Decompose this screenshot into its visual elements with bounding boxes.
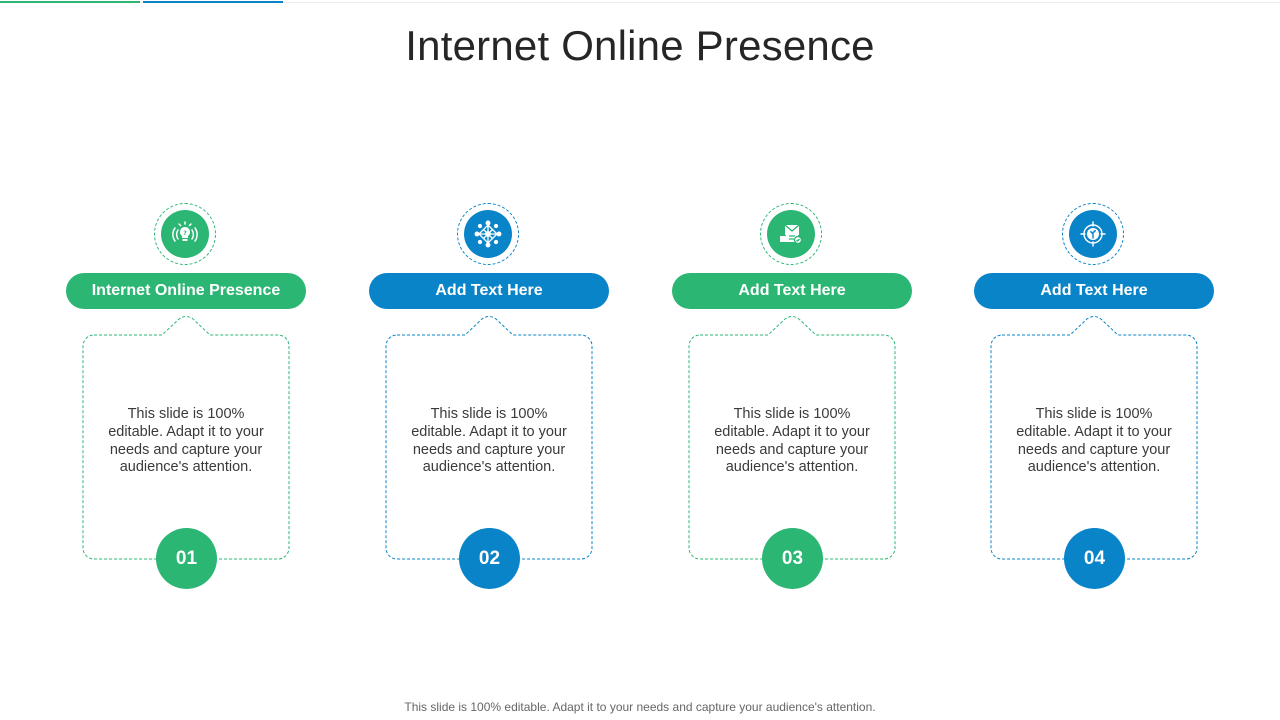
card-3: Add Text Here This slide is 100% editabl… (672, 0, 912, 720)
slide-title: Internet Online Presence (405, 22, 875, 69)
top-accent-line (0, 0, 1280, 4)
card-heading: Add Text Here (369, 273, 609, 309)
step-number-badge: 04 (1064, 528, 1125, 589)
dashed-frame (385, 316, 593, 560)
idea-bulb-signal-icon: ? (161, 210, 209, 258)
card-2: Add Text Here This slide is 100% editabl… (369, 0, 609, 720)
dashed-frame (688, 316, 896, 560)
top-divider (0, 2, 1280, 3)
card-heading: Add Text Here (672, 273, 912, 309)
icon-ring (1062, 203, 1124, 265)
top-accent-green (0, 1, 140, 3)
card-description: This slide is 100% editable. Adapt it to… (1016, 406, 1172, 476)
dashed-frame (990, 316, 1198, 560)
step-number-badge: 03 (762, 528, 823, 589)
slide-footer-note: This slide is 100% editable. Adapt it to… (404, 700, 876, 714)
svg-text:?: ? (183, 230, 187, 237)
dashed-frame (82, 316, 290, 560)
icon-ring (760, 203, 822, 265)
card-1: ? Internet Online Presence This slide is… (66, 0, 306, 720)
card-heading: Add Text Here (974, 273, 1214, 309)
card-description: This slide is 100% editable. Adapt it to… (714, 406, 870, 476)
card-description: This slide is 100% editable. Adapt it to… (411, 406, 567, 476)
network-nodes-icon (464, 210, 512, 258)
icon-ring (457, 203, 519, 265)
top-accent-blue (143, 1, 283, 3)
email-mailbox-icon (767, 210, 815, 258)
icon-ring: ? (154, 203, 216, 265)
card-heading: Internet Online Presence (66, 273, 306, 309)
target-plant-icon (1069, 210, 1117, 258)
card-4: Add Text Here This slide is 100% editabl… (974, 0, 1214, 720)
card-description: This slide is 100% editable. Adapt it to… (108, 406, 264, 476)
step-number-badge: 01 (156, 528, 217, 589)
step-number-badge: 02 (459, 528, 520, 589)
